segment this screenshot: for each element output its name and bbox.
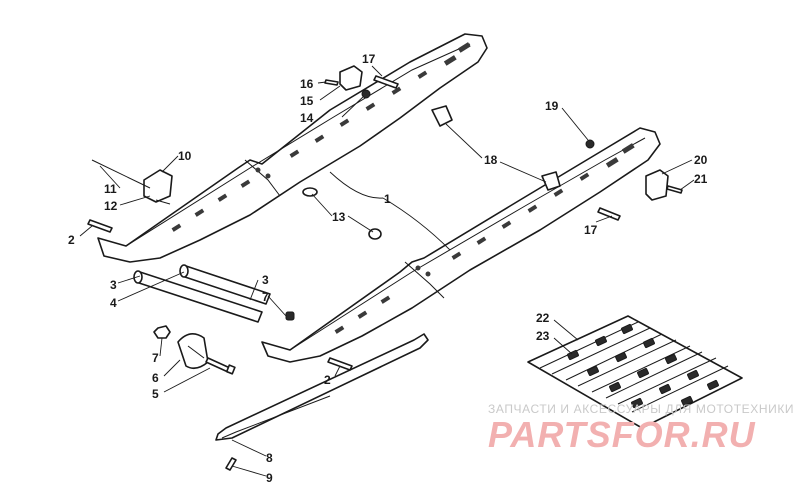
callout-13: 13 bbox=[332, 210, 346, 224]
bolt-17-right bbox=[597, 207, 621, 221]
screw-16 bbox=[324, 79, 339, 86]
screw-9 bbox=[225, 457, 237, 471]
callout-21: 21 bbox=[694, 172, 708, 186]
spacer-7 bbox=[285, 311, 295, 321]
bushing-18-upper bbox=[431, 105, 453, 127]
track-22 bbox=[527, 315, 743, 429]
callout-2b: 2 bbox=[324, 373, 331, 387]
callout-1: 1 bbox=[384, 192, 391, 206]
bumper-block-6 bbox=[177, 333, 209, 370]
nut-19 bbox=[585, 139, 595, 149]
callout-16: 16 bbox=[300, 77, 314, 91]
rail-slots-right bbox=[334, 143, 635, 334]
rail-slots-left bbox=[171, 42, 471, 232]
nut-7 bbox=[153, 325, 171, 339]
bolt-2-left bbox=[87, 219, 113, 233]
callout-4: 4 bbox=[110, 296, 117, 310]
leader-lines bbox=[79, 65, 695, 477]
callout-22: 22 bbox=[536, 311, 550, 325]
stop-block-20 bbox=[645, 169, 669, 201]
bolt-17-top bbox=[373, 75, 399, 89]
watermark-subtitle: ЗАПЧАСТИ И АКСЕССУАРЫ ДЛЯ МОТОТЕХНИКИ bbox=[488, 402, 795, 416]
callout-labels: 1 2 2 3 3 4 5 6 7 7 8 9 10 11 12 13 14 1… bbox=[68, 52, 708, 485]
screw-21 bbox=[666, 185, 683, 194]
callout-14: 14 bbox=[300, 111, 314, 125]
callout-23: 23 bbox=[536, 329, 550, 343]
callout-9: 9 bbox=[266, 471, 273, 485]
callout-3a: 3 bbox=[110, 278, 117, 292]
callout-8: 8 bbox=[266, 451, 273, 465]
callout-18: 18 bbox=[484, 153, 498, 167]
callout-11: 11 bbox=[104, 182, 117, 196]
callout-6: 6 bbox=[152, 371, 159, 385]
cross-shaft-front bbox=[133, 270, 263, 323]
block-15 bbox=[339, 65, 363, 91]
wear-strip-8 bbox=[215, 333, 429, 441]
callout-19: 19 bbox=[545, 99, 559, 113]
bolt-2-right bbox=[327, 357, 353, 371]
callout-10: 10 bbox=[178, 149, 192, 163]
callout-17a: 17 bbox=[362, 52, 376, 66]
callout-5: 5 bbox=[152, 387, 159, 401]
callout-3b: 3 bbox=[262, 273, 269, 287]
bolt-5 bbox=[205, 357, 236, 375]
callout-20: 20 bbox=[694, 153, 708, 167]
callout-2a: 2 bbox=[68, 233, 75, 247]
bushing-18-lower bbox=[541, 171, 561, 191]
callout-7b: 7 bbox=[262, 290, 269, 304]
track-lugs bbox=[567, 323, 719, 409]
slide-rail-left bbox=[97, 33, 488, 263]
callout-15: 15 bbox=[300, 94, 314, 108]
callout-7a: 7 bbox=[152, 351, 159, 365]
callout-17b: 17 bbox=[584, 223, 598, 237]
washer-13-a bbox=[302, 187, 318, 197]
callout-12: 12 bbox=[104, 199, 118, 213]
watermark-brand: PARTSFOR.RU bbox=[488, 414, 756, 455]
clip-bracket-10 bbox=[91, 159, 173, 205]
